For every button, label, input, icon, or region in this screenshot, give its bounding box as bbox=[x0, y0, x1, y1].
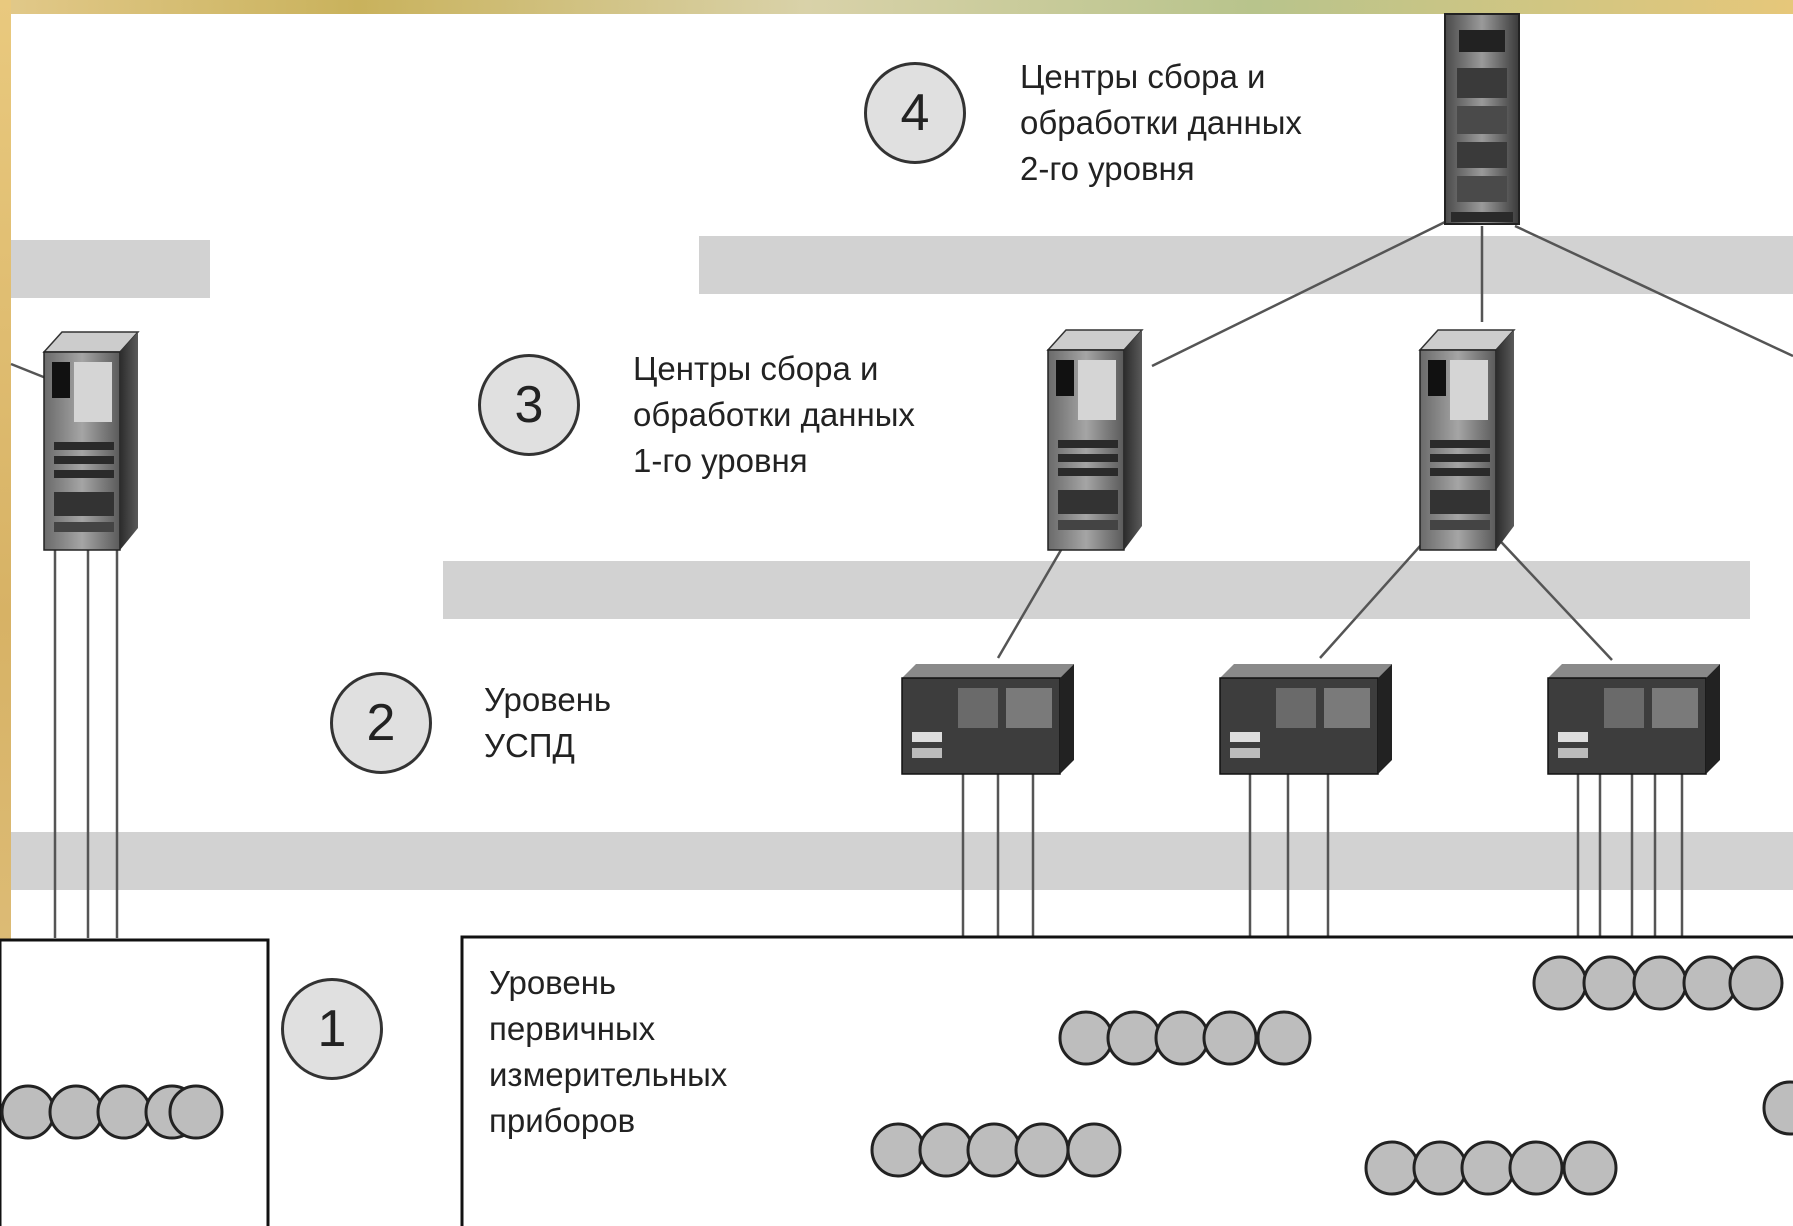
data-collection-device-icon bbox=[1547, 664, 1720, 775]
network-band-level-3-left bbox=[11, 240, 210, 298]
connection-lines bbox=[10, 220, 1793, 938]
level-2-label: Уровень УСПД bbox=[484, 677, 611, 769]
decorative-frame-top bbox=[0, 0, 1793, 14]
data-collection-device-icon bbox=[1219, 664, 1392, 775]
level-3-label-line: Центры сбора и bbox=[633, 350, 879, 387]
level-number-4-text: 4 bbox=[900, 84, 930, 142]
meter-groups bbox=[0, 955, 1793, 1196]
meter-group bbox=[0, 1084, 224, 1140]
level-4-label-line: 2-го уровня bbox=[1020, 150, 1195, 187]
level-3-label: Центры сбора и обработки данных 1-го уро… bbox=[633, 346, 915, 484]
level-4-label-line: Центры сбора и bbox=[1020, 58, 1266, 95]
level-4-label-line: обработки данных bbox=[1020, 104, 1302, 141]
level-2-label-line: Уровень bbox=[484, 681, 612, 718]
network-band-level-3 bbox=[443, 561, 1750, 619]
level-1-box-left bbox=[0, 938, 270, 1226]
level-3-label-line: обработки данных bbox=[633, 396, 915, 433]
level-number-3: 3 bbox=[478, 354, 580, 456]
level-1-label-line: измерительных bbox=[489, 1056, 728, 1093]
link-server-b-to-uspd-2 bbox=[1319, 525, 1439, 659]
server-tower-icon bbox=[1444, 13, 1520, 225]
level-1-label-line: приборов bbox=[489, 1102, 636, 1139]
level-1-label-line: первичных bbox=[489, 1010, 656, 1047]
level-number-2-text: 2 bbox=[366, 694, 396, 752]
level-4-label: Центры сбора и обработки данных 2-го уро… bbox=[1020, 54, 1302, 192]
level-number-1: 1 bbox=[281, 978, 383, 1080]
link-server-b-to-uspd-3 bbox=[1487, 527, 1613, 661]
server-tower-icon bbox=[42, 331, 140, 551]
link-left-server-offscreen bbox=[10, 362, 47, 380]
level-number-2: 2 bbox=[330, 672, 432, 774]
network-band-level-4 bbox=[699, 236, 1793, 294]
link-top-to-right-offscreen bbox=[1514, 224, 1793, 358]
level-2-label-line: УСПД bbox=[484, 727, 575, 764]
level-1-label-line: Уровень bbox=[489, 964, 617, 1001]
server-tower-icon bbox=[1418, 329, 1516, 551]
meter-group bbox=[870, 1122, 1122, 1178]
meter-group bbox=[1364, 1140, 1618, 1196]
network-band-level-2 bbox=[11, 832, 1793, 890]
level-number-3-text: 3 bbox=[514, 376, 544, 434]
link-top-to-server-a bbox=[1151, 220, 1446, 368]
meter-group bbox=[1058, 1010, 1312, 1066]
meter-group bbox=[1532, 955, 1784, 1011]
level-1-label: Уровень первичных измерительных приборов bbox=[489, 960, 727, 1144]
level-number-1-text: 1 bbox=[317, 1000, 347, 1058]
meter-icon bbox=[1762, 1080, 1793, 1136]
network-bands bbox=[11, 236, 1793, 890]
server-tower-icon bbox=[1046, 329, 1144, 551]
level-number-4: 4 bbox=[864, 62, 966, 164]
level-3-label-line: 1-го уровня bbox=[633, 442, 808, 479]
data-collection-device-icon bbox=[901, 664, 1074, 775]
decorative-frame-left bbox=[0, 0, 11, 1226]
